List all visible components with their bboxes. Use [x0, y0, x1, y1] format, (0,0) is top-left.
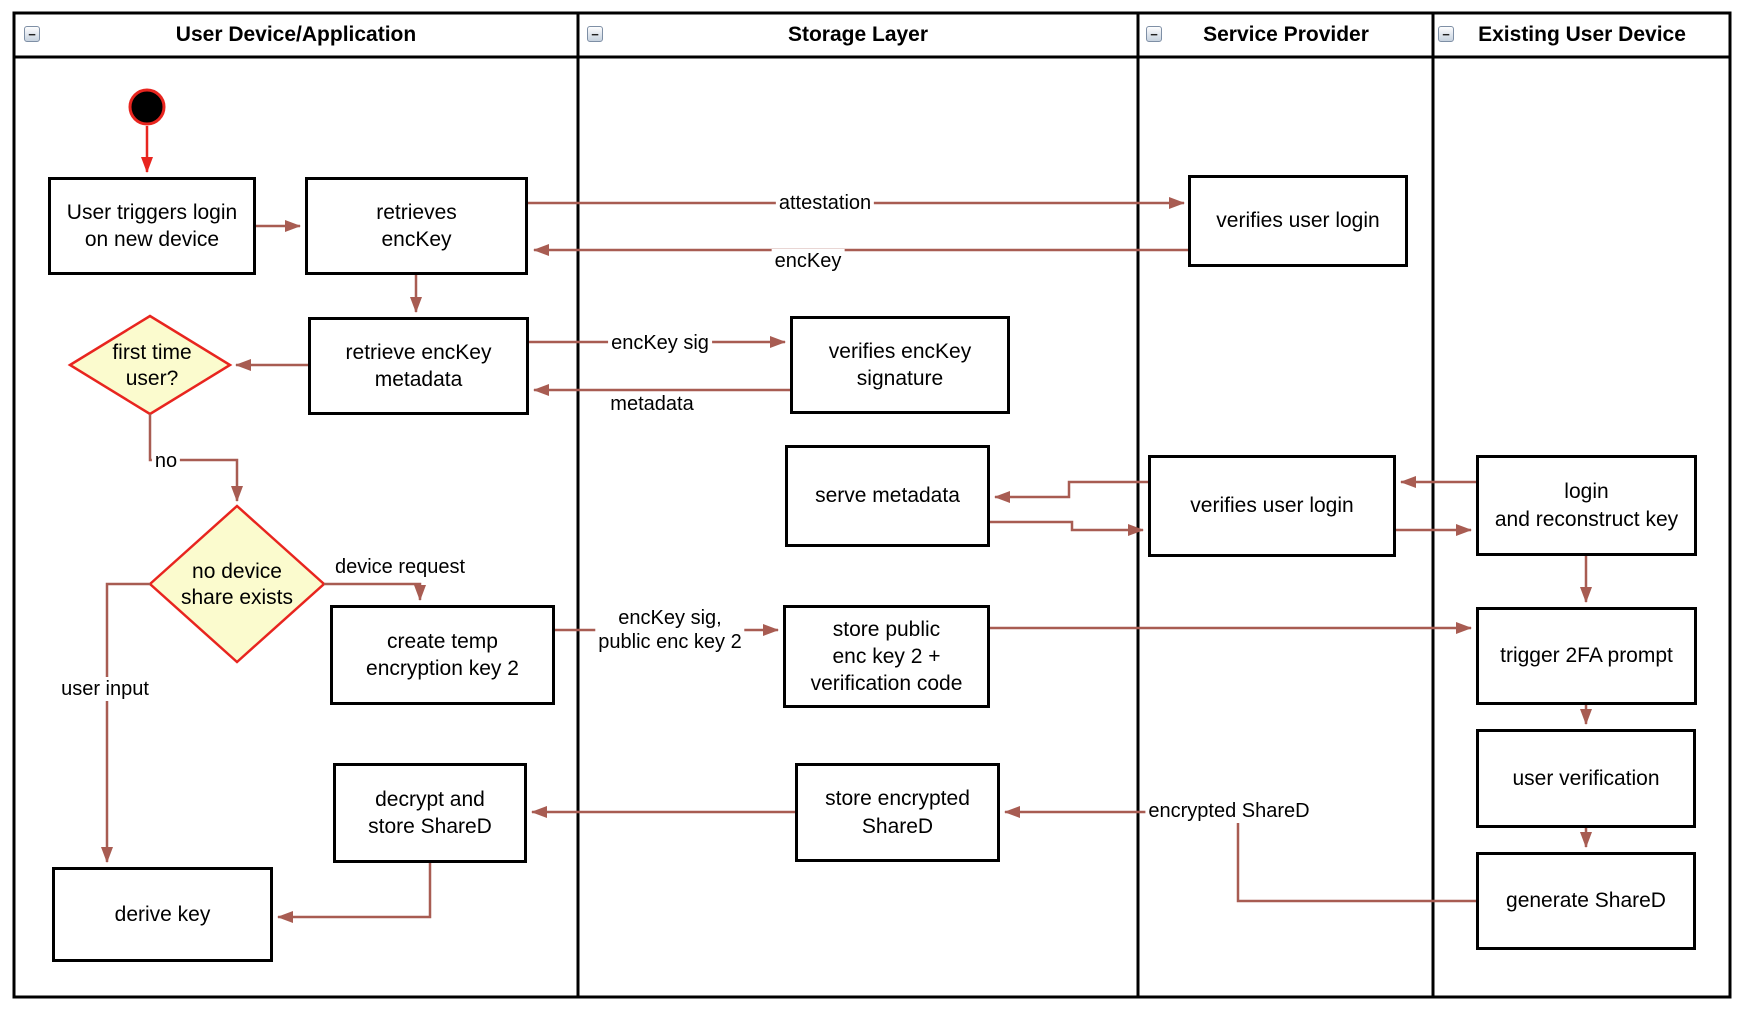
collapse-lane-icon[interactable]: − [24, 26, 40, 42]
lane-title-existing-device[interactable]: Existing User Device [1478, 23, 1686, 46]
node-create-temp-encryption-key2[interactable]: create temp encryption key 2 [330, 605, 555, 705]
node-store-encrypted-shared[interactable]: store encrypted ShareD [795, 763, 1000, 862]
node-user-verification[interactable]: user verification [1476, 729, 1696, 828]
collapse-lane-icon[interactable]: − [1438, 26, 1454, 42]
node-serve-metadata[interactable]: serve metadata [785, 445, 990, 547]
node-verifies-user-login-mid[interactable]: verifies user login [1148, 455, 1396, 557]
edge-label-metadata[interactable]: metadata [607, 392, 697, 416]
edge-user-input[interactable] [101, 582, 150, 863]
edge-verifies-to-serve-metadata[interactable] [994, 480, 1148, 503]
lane-title-user-device[interactable]: User Device/Application [175, 23, 417, 46]
edge-label-enckey-sig[interactable]: encKey sig [608, 331, 712, 355]
collapse-lane-icon[interactable]: − [587, 26, 603, 42]
node-verifies-enckey-signature[interactable]: verifies encKey signature [790, 316, 1010, 414]
edge-label-encrypted-shared[interactable]: encrypted ShareD [1145, 799, 1313, 823]
node-decrypt-and-store-shared[interactable]: decrypt and store ShareD [333, 763, 527, 863]
edge-encrypted-shared[interactable] [1004, 806, 1476, 903]
node-verifies-user-login-top[interactable]: verifies user login [1188, 175, 1408, 267]
node-derive-key[interactable]: derive key [52, 867, 273, 962]
swimlane-frame [12, 11, 1732, 999]
edge-label-enckey-sig-public-key2[interactable]: encKey sig, public enc key 2 [595, 606, 745, 654]
lane-title-storage-layer[interactable]: Storage Layer [787, 23, 929, 46]
edge-label-user-input[interactable]: user input [58, 677, 152, 701]
node-trigger-2fa-prompt[interactable]: trigger 2FA prompt [1476, 607, 1697, 705]
edge-serve-metadata-to-verifies[interactable] [990, 520, 1144, 536]
collapse-lane-icon[interactable]: − [1146, 26, 1162, 42]
edge-label-device-request[interactable]: device request [331, 555, 469, 579]
node-store-public-enc-key2[interactable]: store public enc key 2 + verification co… [783, 605, 990, 708]
node-retrieve-enckey-metadata[interactable]: retrieve encKey metadata [308, 317, 529, 415]
lane-title-service-provider[interactable]: Service Provider [1203, 23, 1369, 46]
node-generate-shared[interactable]: generate ShareD [1476, 852, 1696, 950]
edge-device-request[interactable] [324, 582, 426, 601]
node-user-triggers-login[interactable]: User triggers login on new device [48, 177, 256, 275]
node-login-and-reconstruct-key[interactable]: login and reconstruct key [1476, 455, 1697, 556]
edge-label-enckey[interactable]: encKey [771, 249, 845, 273]
edge-label-no[interactable]: no [151, 449, 181, 473]
edge-no-branch[interactable] [148, 414, 243, 502]
start-node[interactable] [128, 88, 166, 126]
node-retrieves-enckey[interactable]: retrieves encKey [305, 177, 528, 275]
edge-label-attestation[interactable]: attestation [775, 191, 875, 215]
edge-decrypt-to-derive-key[interactable] [277, 863, 432, 923]
decision-first-time-user-shape[interactable] [67, 314, 233, 416]
decision-first-time-user-label[interactable]: first time user? [112, 340, 192, 390]
decision-no-device-share-label[interactable]: no device share exists [180, 559, 294, 609]
